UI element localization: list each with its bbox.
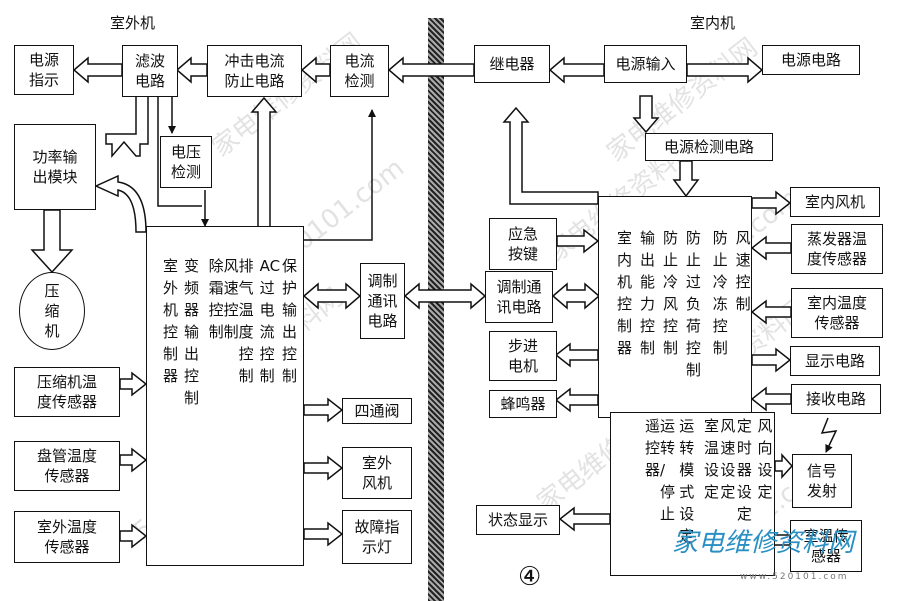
outdoor-controller-line: 除霜控制 [208,257,224,341]
arrow-relay-to-current [387,56,475,84]
arrow-room-sensor-to-ctl [750,299,792,325]
arrow-coil-sensor-to-ctl [119,447,148,473]
room-temp-sensor-block: 室内温度 传感器 [791,288,883,338]
remote-line: 遥控器 [645,417,661,479]
arrow-remote-to-signal [774,453,794,479]
arrow-remote-to-status [558,506,611,532]
filter-circuit-block: 滤波 电路 [122,45,178,97]
indoor-controller-line: 输出能力控制 [639,229,655,357]
voltage-detection-block: 电压 检测 [160,136,212,188]
arrow-controller-to-surge [250,96,278,229]
power-input-block: 电源输入 [604,45,687,83]
outdoor-controller-line: 变频器输出控制 [184,257,200,407]
current-detection-block: 电流 检测 [330,45,389,97]
arrow-ctl-to-display [751,347,792,373]
remote-controller-block: 遥控器 运转 /停止 运转模式设定 室温设定 风速设定 定时器设定 风向设定 [610,412,775,576]
signal-emit-block: 信号 发射 [792,454,852,508]
indoor-controller-block: 室内机控制器 输出能力控制 防止冷风控制 防止过负荷控制 防止冷冻控制 风速控制 [598,196,752,418]
arrow-out-sensor-to-ctl [119,523,148,549]
arrow-ctl-to-fourway [303,397,344,423]
arrow-module-to-compressor [30,209,74,274]
outdoor-modulation-comm-block: 调制 通讯 电路 [360,263,405,339]
indoor-controller-line: 风速控制 [735,229,751,313]
outdoor-fan-block: 室外 风机 [342,447,412,499]
outdoor-unit-label: 室外机 [110,14,156,32]
figure-number: ④ [518,562,542,592]
remote-line: 风速设定 [720,417,736,501]
power-indicator-block: 电源 指示 [14,45,74,95]
outdoor-controller-line: AC过电流控制 [259,257,281,385]
arrow-ctl-to-relay [502,106,599,205]
emergency-key-block: 应急 按键 [489,218,557,270]
indoor-modulation-comm-block: 调制通 讯电路 [485,271,553,323]
arrow-input-to-power-circuit [686,56,764,84]
indoor-controller-line: 防止过负荷控制 [685,229,701,379]
signal-emit-zigzag [820,417,838,453]
compressor-temp-sensor-block: 压缩机温 度传感器 [14,367,120,417]
remote-line: 运转模式设定 [679,417,695,545]
site-logo: 家电维修资料网 [672,528,855,558]
arrow-ctl-comm-out [302,282,362,310]
arrow-current-to-surge [300,56,331,84]
arrow-recv-to-ctl [750,386,792,412]
outdoor-controller-line: 保护输出控制 [281,257,297,385]
outdoor-controller-block: 室外机控制器 变频器输出控制 除霜控制 风速控制 排气温度控制 AC过电流控制 … [146,226,304,566]
arrow-input-to-relay [548,56,605,84]
arrow-detect-to-ctl [672,160,700,198]
arrow-evap-to-ctl [750,235,792,261]
remote-line: 室温设定 [703,417,719,501]
outdoor-temp-sensor-block: 室外温度 传感器 [14,511,120,563]
status-display-block: 状态显示 [476,505,560,535]
arrow-input-to-detect [632,95,660,134]
arrow-controller-to-module [94,174,147,233]
receive-circuit-block: 接收电路 [791,384,881,414]
power-module-block: 功率输 出模块 [14,124,96,210]
arrow-filter-to-power-indicator [72,56,123,84]
outdoor-controller-line: 室外机控制器 [163,257,179,385]
arrow-key-to-ctl [556,228,600,254]
power-detection-block: 电源检测电路 [645,133,773,161]
arrow-ctl-to-stepper [554,342,599,368]
evaporator-sensor-block: 蒸发器温 度传感器 [791,224,883,274]
relay-block: 继电器 [474,45,550,83]
indoor-unit-label: 室内机 [690,14,736,32]
buzzer-block: 蜂鸣器 [489,390,557,418]
arrow-ctl-to-fan [303,455,344,481]
arrow-filter-down-line [157,96,202,207]
coil-temp-sensor-block: 盘管温度 传感器 [14,441,120,491]
indoor-controller-line: 防止冷冻控制 [712,229,728,357]
arrow-comp-sensor-to-ctl [119,371,148,397]
indoor-fan-block: 室内风机 [790,187,880,217]
four-way-valve-block: 四通阀 [342,398,412,424]
compressor-block: 压 缩 机 [19,272,85,350]
remote-line: 风向设定 [757,417,773,501]
arrow-ctl-to-buzzer [554,387,599,413]
arrow-ctl-to-current [304,109,376,241]
indoor-controller-line: 防止冷风控制 [662,229,678,357]
arrow-surge-to-filter [175,56,208,84]
arrow-comm-comm [403,282,487,310]
site-logo-url: www.520101.com [740,572,849,582]
room-temp-sensor2-block: 室温传 感器 [790,520,862,572]
outdoor-controller-line: 排气温度控制 [238,257,254,385]
surge-prevention-block: 冲击电流 防止电路 [207,45,302,97]
arrow-comm-ctl-in [551,282,601,310]
arrow-filter-to-module [105,95,149,159]
display-circuit-block: 显示电路 [790,346,880,376]
outdoor-controller-line: 风速控制 [223,257,239,341]
power-circuit-block: 电源电路 [762,45,860,75]
indoor-controller-line: 室内机控制器 [617,229,633,357]
fault-indicator-block: 故障指 示灯 [342,510,412,564]
remote-line: 定时器设定 [736,417,752,523]
remote-line: 运转 /停止 [660,417,676,523]
stepper-motor-block: 步进 电机 [489,331,557,381]
arrow-ctl-to-indoor-fan [751,190,792,216]
arrow-ctl-to-fault [303,521,344,547]
unit-partition [428,18,444,601]
